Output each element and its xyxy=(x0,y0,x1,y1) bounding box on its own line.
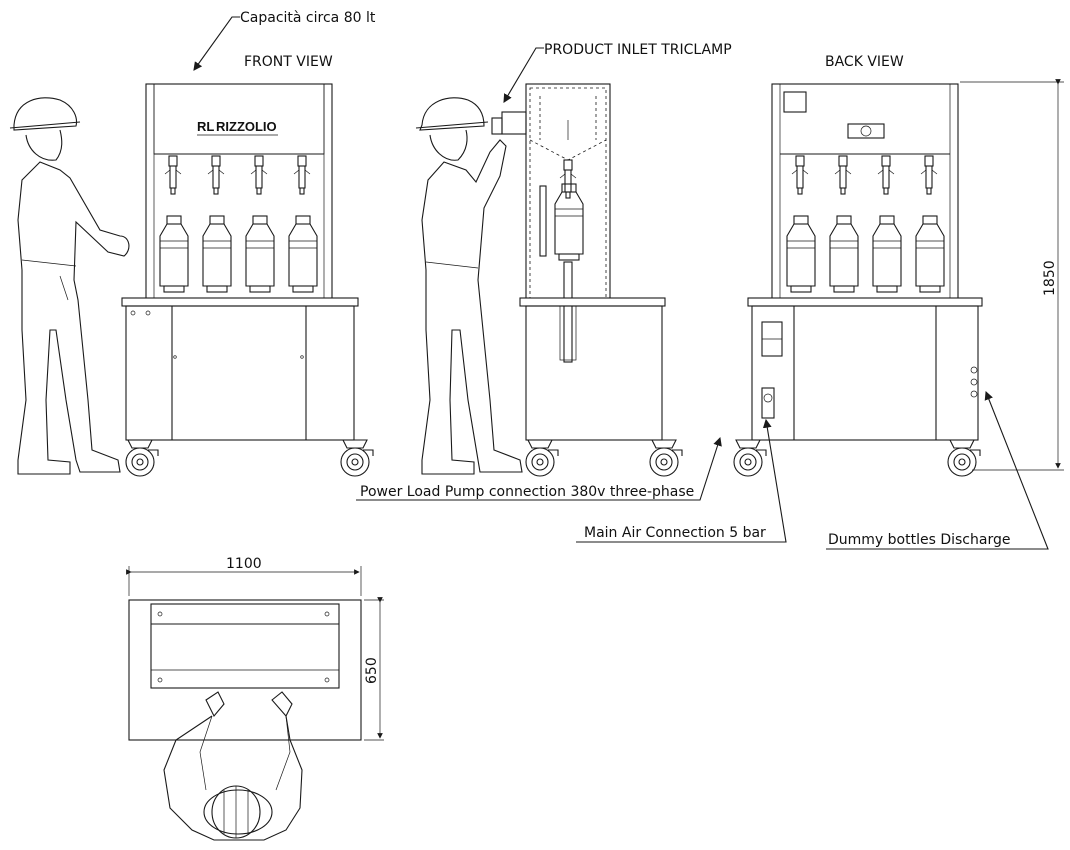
back-view-title: BACK VIEW xyxy=(825,54,904,70)
operator-figure-side xyxy=(415,97,523,475)
side-view: PRODUCT INLET TRICLAMP Power Load Pump c… xyxy=(356,42,732,501)
dummy-bottles-label: Dummy bottles Discharge xyxy=(828,532,1010,548)
power-load-label: Power Load Pump connection 380v three-ph… xyxy=(360,484,694,500)
operator-figure-top xyxy=(163,691,303,841)
capacity-callout: Capacità circa 80 lt xyxy=(193,10,376,71)
main-air-label: Main Air Connection 5 bar xyxy=(584,525,766,541)
front-view-title: FRONT VIEW xyxy=(244,54,333,70)
front-view: FRONT VIEW RL RIZZOLIO xyxy=(9,54,374,477)
depth-dimension: 650 xyxy=(364,657,380,684)
logo-text: RIZZOLIO xyxy=(216,119,277,134)
width-dimension: 1100 xyxy=(226,556,262,572)
back-view: BACK VIEW Main Air Connection 5 bar Dumm xyxy=(576,54,1064,550)
logo-mark: RL xyxy=(197,119,214,134)
height-dimension: 1850 xyxy=(1042,260,1058,296)
operator-figure-front xyxy=(9,97,130,475)
capacity-label: Capacità circa 80 lt xyxy=(240,10,376,26)
top-view: 1100 650 xyxy=(126,556,384,841)
product-inlet-label: PRODUCT INLET TRICLAMP xyxy=(544,42,732,58)
